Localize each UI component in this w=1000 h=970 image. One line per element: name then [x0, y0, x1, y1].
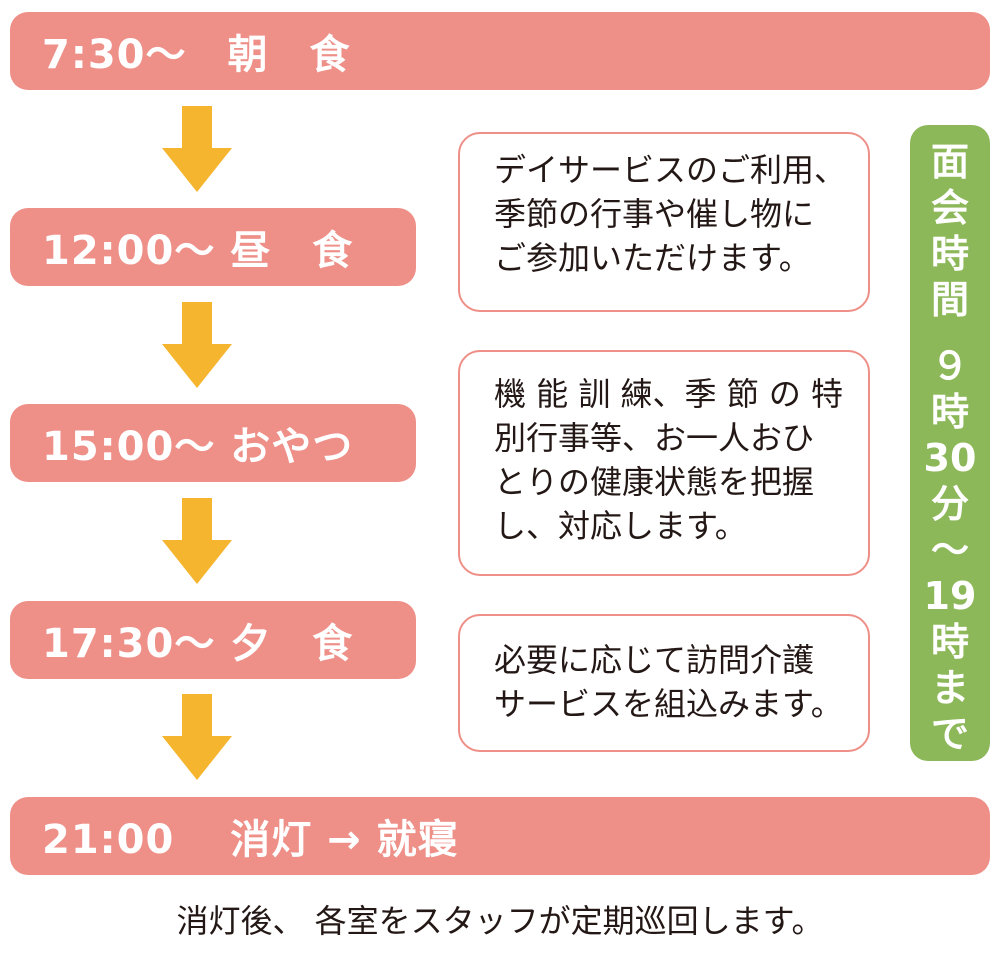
visiting-hours-banner: 面 会 時 間 ９ 時 30 分 ～ 19 時 ま で: [910, 125, 990, 761]
lunch-bar: 12:00～ 昼 食: [10, 208, 416, 286]
down-arrow-icon: [162, 694, 232, 780]
dinner-bar: 17:30～ 夕 食: [10, 601, 416, 679]
breakfast-bar: 7:30～ 朝 食: [10, 12, 990, 90]
visiting-hours-char: 時: [930, 232, 969, 276]
down-arrow-icon: [162, 498, 232, 584]
visiting-hours-char: 会: [930, 186, 969, 230]
lights-out-bar: 21:00 消灯 → 就寝: [10, 797, 990, 875]
lights-out-label: 21:00 消灯 → 就寝: [42, 817, 459, 863]
visiting-hours-char: ９: [930, 344, 969, 388]
training-note: 機 能 訓 練、季 節 の 特 別行事等、お一人おひ とりの健康状態を把握 し、…: [458, 350, 870, 576]
visiting-hours-char: 時: [930, 620, 969, 664]
down-arrow-icon: [162, 302, 232, 388]
visiting-hours-char: で: [930, 712, 969, 756]
down-arrow-icon: [162, 106, 232, 192]
visiting-hours-char: 19: [923, 574, 977, 618]
lunch-label: 12:00～ 昼 食: [42, 228, 354, 274]
visiting-hours-char: 間: [930, 278, 969, 322]
dinner-label: 17:30～ 夕 食: [42, 621, 354, 667]
visiting-hours-char: ま: [930, 666, 969, 710]
footer-note: 消灯後、 各室をスタッフが定期巡回します。: [176, 902, 824, 940]
snack-bar: 15:00～ おやつ: [10, 404, 416, 482]
visiting-hours-char: 30: [923, 436, 977, 480]
visiting-hours-char: 面: [930, 140, 969, 184]
visiting-hours-char: 分: [930, 482, 969, 526]
visiting-hours-char: ～: [930, 528, 969, 572]
breakfast-label: 7:30～ 朝 食: [42, 32, 351, 78]
day-service-note: デイサービスのご利用、 季節の行事や催し物に ご参加いただけます。: [458, 132, 870, 312]
home-care-note: 必要に応じて訪問介護 サービスを組込みます。: [458, 614, 870, 752]
visiting-hours-char: 時: [930, 390, 969, 434]
snack-label: 15:00～ おやつ: [42, 424, 354, 470]
